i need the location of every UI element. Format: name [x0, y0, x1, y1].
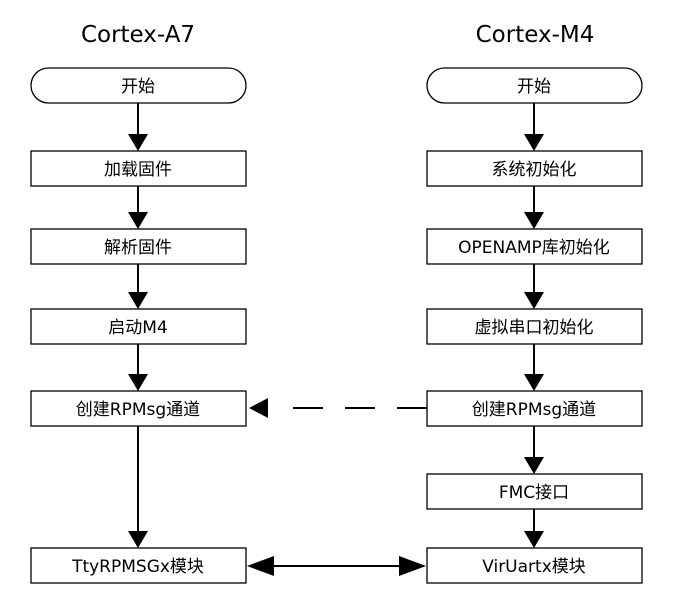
cortex-m4-title: Cortex-M4	[476, 22, 595, 48]
a7-parse-firmware-label: 解析固件	[104, 238, 172, 258]
rpmsg-channel-dashed-arrow	[249, 398, 427, 418]
m4-openamp-init-label: OPENAMP库初始化	[458, 238, 610, 258]
m4-arrow-5	[524, 426, 544, 474]
a7-load-firmware-node: 加载固件	[30, 150, 247, 187]
m4-openamp-init-node: OPENAMP库初始化	[426, 228, 643, 265]
module-bidirectional-arrow	[247, 556, 426, 576]
a7-start-node: 开始	[30, 67, 247, 104]
m4-system-init-label: 系统初始化	[492, 160, 577, 180]
a7-start-m4-node: 启动M4	[30, 308, 247, 345]
m4-create-rpmsg-label: 创建RPMsg通道	[472, 400, 596, 420]
a7-arrow-5	[128, 426, 148, 548]
a7-arrow-2	[128, 186, 148, 229]
m4-start-node: 开始	[426, 67, 643, 104]
m4-viruart-node: VirUartx模块	[426, 547, 643, 584]
m4-start-label: 开始	[517, 77, 551, 97]
m4-virtual-uart-init-label: 虚拟串口初始化	[475, 318, 594, 338]
m4-arrow-2	[524, 186, 544, 229]
m4-fmc-interface-node: FMC接口	[426, 473, 643, 510]
m4-fmc-interface-label: FMC接口	[499, 483, 569, 503]
a7-arrow-1	[128, 103, 148, 151]
cortex-a7-title: Cortex-A7	[81, 22, 195, 48]
m4-arrow-1	[524, 103, 544, 151]
m4-arrow-6	[524, 509, 544, 548]
a7-tty-rpmsg-node: TtyRPMSGx模块	[30, 547, 247, 584]
a7-arrow-4	[128, 344, 148, 391]
m4-virtual-uart-init-node: 虚拟串口初始化	[426, 308, 643, 345]
a7-create-rpmsg-label: 创建RPMsg通道	[76, 400, 200, 420]
m4-arrow-3	[524, 264, 544, 309]
m4-viruart-label: VirUartx模块	[482, 557, 586, 577]
a7-parse-firmware-node: 解析固件	[30, 228, 247, 265]
a7-start-m4-label: 启动M4	[108, 318, 167, 338]
m4-arrow-4	[524, 344, 544, 391]
a7-create-rpmsg-node: 创建RPMsg通道	[30, 390, 247, 427]
a7-start-label: 开始	[121, 77, 155, 97]
a7-tty-rpmsg-label: TtyRPMSGx模块	[71, 557, 204, 577]
a7-arrow-3	[128, 264, 148, 309]
m4-create-rpmsg-node: 创建RPMsg通道	[426, 390, 643, 427]
a7-load-firmware-label: 加载固件	[104, 160, 172, 180]
m4-system-init-node: 系统初始化	[426, 150, 643, 187]
